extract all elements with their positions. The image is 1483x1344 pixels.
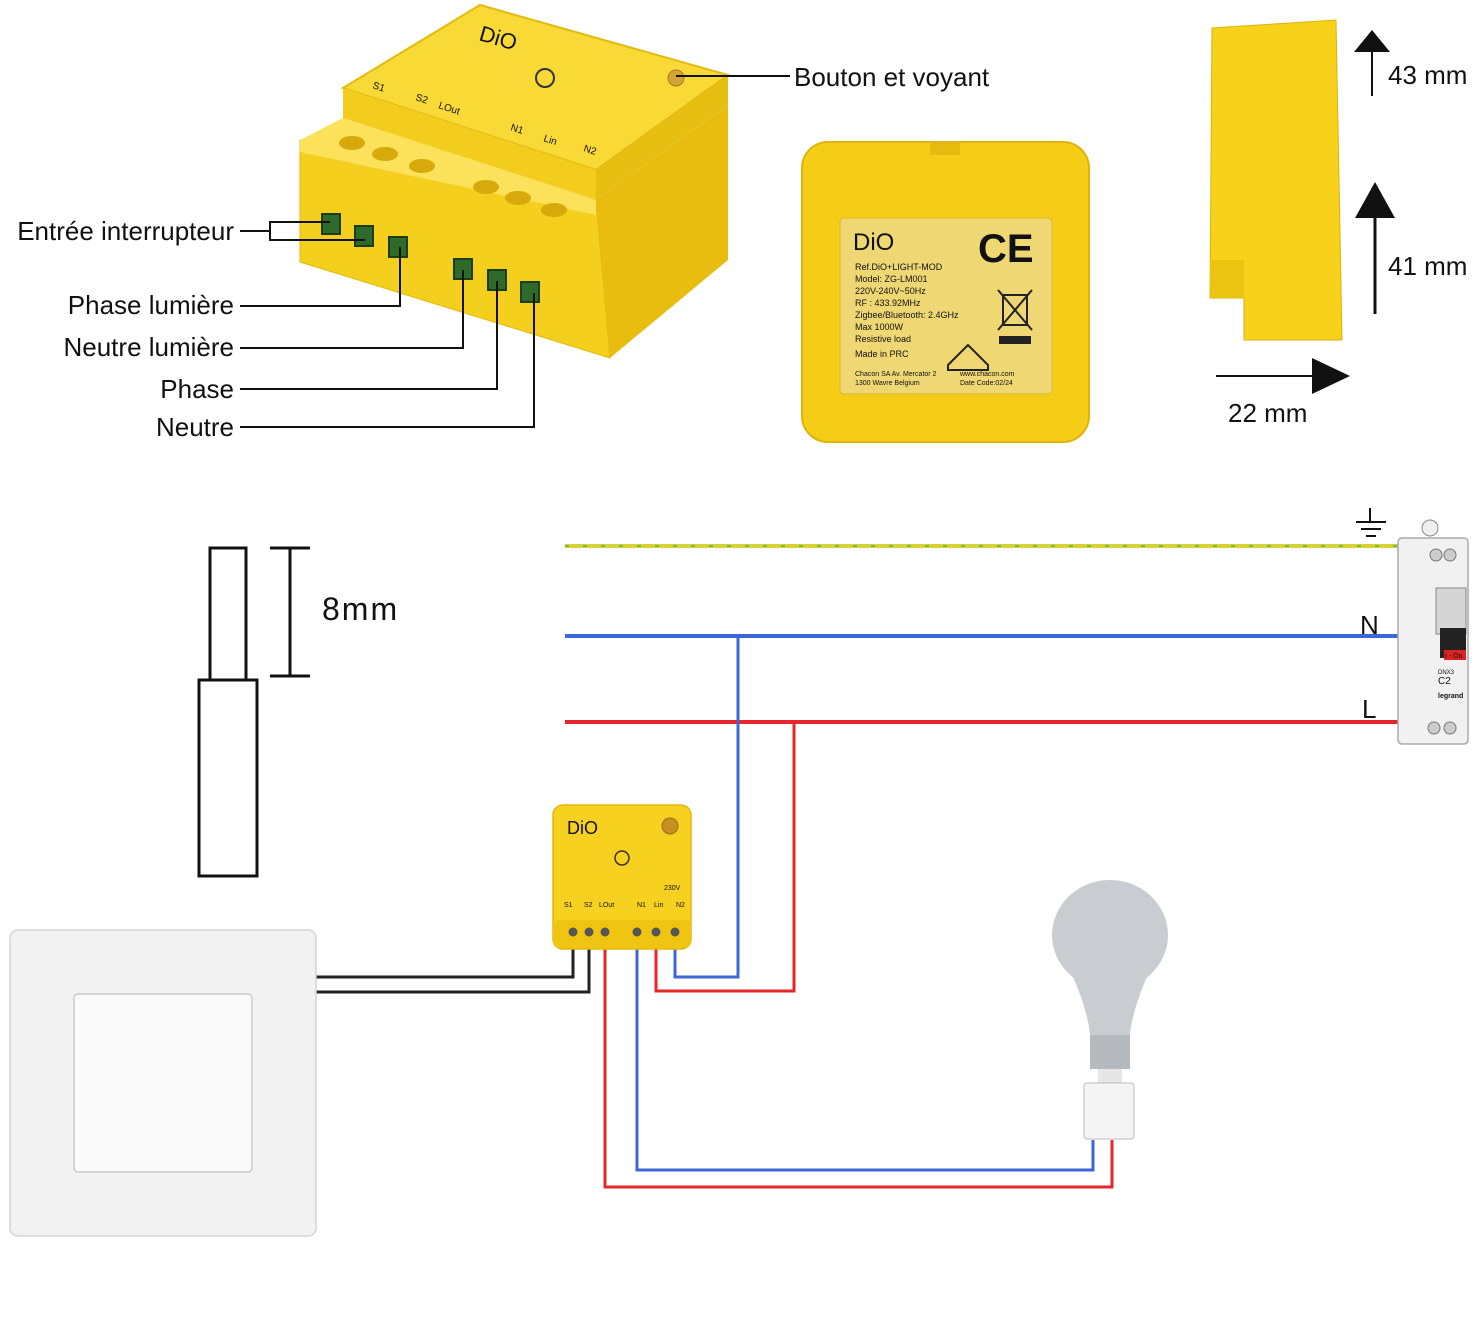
back-brand: DiO xyxy=(853,229,894,256)
dimension-arrows xyxy=(1216,30,1395,394)
callout-lines xyxy=(240,75,790,428)
breaker-off-marker: I - On xyxy=(1445,653,1463,660)
dim-height-lower: 41 mm xyxy=(1388,251,1467,281)
dim-height-top: 43 mm xyxy=(1388,60,1467,90)
neutral-to-module-wire xyxy=(673,636,740,979)
switch-wire-s2 xyxy=(316,945,591,994)
top-terminal-s1: S1 xyxy=(371,80,386,94)
module-terminal-s2: S2 xyxy=(584,902,593,909)
back-line-made: Made in PRC xyxy=(855,349,909,359)
module-front-view: DiO S1 S2 LOut N1 Lin N2 230V xyxy=(552,804,692,950)
back-line-load: Resistive load xyxy=(855,334,911,344)
module-voltage-badge: 230V xyxy=(664,885,681,892)
module-screws xyxy=(568,927,680,937)
back-line-ref: Ref.DiO+LIGHT-MOD xyxy=(855,262,943,272)
module-back-view: DiO CE Ref.DiO+LIGHT-MOD Model: ZG-LM001… xyxy=(801,141,1090,443)
light-bulb-icon xyxy=(535,68,555,88)
label-neutral: Neutre xyxy=(156,412,234,442)
label-light-neutral: Neutre lumière xyxy=(63,332,234,362)
top-terminal-lin: Lin xyxy=(542,133,558,148)
light-bulb xyxy=(1052,880,1168,1140)
lamp-neutral-wire xyxy=(635,942,1095,1172)
top-terminal-s2: S2 xyxy=(414,92,429,106)
label-button-led: Bouton et voyant xyxy=(794,62,990,92)
wire-strip-diagram xyxy=(197,546,310,878)
back-footer-left-2: 1300 Wavre Belgium xyxy=(855,380,920,387)
module-terminal-n1: N1 xyxy=(637,902,646,909)
back-line-zigbee: Zigbee/Bluetooth: 2.4GHz xyxy=(855,310,959,320)
breaker-rating: C2 xyxy=(1438,676,1451,687)
ce-mark: CE xyxy=(978,227,1034,271)
dim-strip-length: 8mm xyxy=(322,591,399,627)
module-wiring xyxy=(316,636,1114,1189)
back-footer-right-1: www.chacon.com xyxy=(959,371,1015,378)
module-led-button xyxy=(661,817,679,835)
lamp-phase-wire xyxy=(603,942,1114,1189)
label-phase: Phase xyxy=(160,374,234,404)
back-footer-left-1: Chacon SA Av. Mercator 2 xyxy=(855,371,937,378)
back-footer-right-2: Date Code:02/24 xyxy=(960,380,1013,387)
back-label-footer: Chacon SA Av. Mercator 2 1300 Wavre Belg… xyxy=(855,371,1015,387)
wall-switch xyxy=(9,929,317,1237)
circuit-breaker: I - On DNX3 C2 legrand xyxy=(1397,519,1469,745)
label-line-l: L xyxy=(1362,694,1376,724)
button-led xyxy=(667,69,685,87)
module-3d-photo: DiO S1 S2 LOut N1 Lin N2 xyxy=(299,3,731,359)
back-label-lines: Ref.DiO+LIGHT-MOD Model: ZG-LM001 220V-2… xyxy=(855,262,959,359)
label-light-phase: Phase lumière xyxy=(68,290,234,320)
breaker-model: DNX3 xyxy=(1438,670,1455,676)
module-terminal-lin: Lin xyxy=(654,902,663,909)
module-terminal-labels: S1 S2 LOut N1 Lin N2 230V xyxy=(564,885,685,909)
module-terminal-lout: LOut xyxy=(599,902,614,909)
weee-bin-icon xyxy=(997,289,1033,344)
module-brand-front: DiO xyxy=(567,818,598,838)
label-switch-input: Entrée interrupteur xyxy=(17,216,234,246)
top-terminal-n2: N2 xyxy=(582,143,598,158)
back-line-model: Model: ZG-LM001 xyxy=(855,274,928,284)
live-to-module-wire xyxy=(654,722,796,993)
indoor-house-icon xyxy=(947,343,989,371)
back-line-voltage: 220V-240V~50Hz xyxy=(855,286,926,296)
module-terminal-s1: S1 xyxy=(564,902,573,909)
earth-ground-icon xyxy=(1356,508,1386,537)
switch-wire-s1 xyxy=(316,945,575,979)
back-line-max: Max 1000W xyxy=(855,322,904,332)
supply-lines xyxy=(565,544,1400,724)
dim-depth: 22 mm xyxy=(1228,398,1307,428)
module-side-view xyxy=(1209,19,1343,341)
module-light-icon xyxy=(614,850,630,866)
label-line-n: N xyxy=(1360,610,1379,640)
back-line-rf: RF : 433.92MHz xyxy=(855,298,921,308)
top-terminal-n1: N1 xyxy=(509,122,525,137)
module-terminal-n2: N2 xyxy=(676,902,685,909)
breaker-brand: legrand xyxy=(1438,693,1463,700)
